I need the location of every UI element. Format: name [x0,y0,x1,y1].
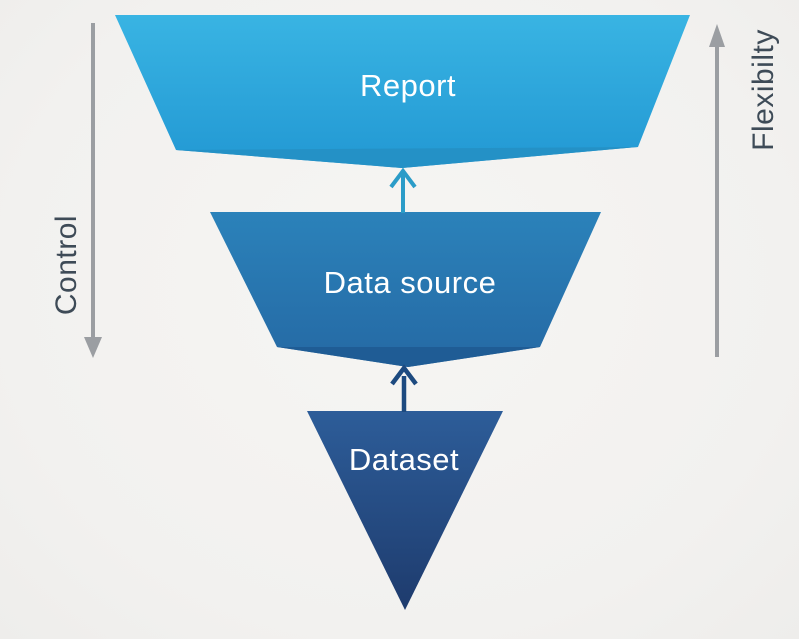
control-axis: Control [50,23,102,358]
arrow-up-dataset-to-datasource-icon [390,364,418,412]
arrow-up-datasource-to-report-icon [389,167,417,213]
flexibility-axis: Flexibilty [709,24,780,357]
report-label: Report [360,68,456,103]
report-shape [115,15,690,168]
report-fold-shadow [176,147,638,168]
control-label: Control [50,215,83,315]
layer-dataset: Dataset [307,411,503,610]
dataset-label: Dataset [349,442,459,477]
dataset-shape [307,411,503,610]
flexibility-label: Flexibilty [747,29,780,151]
data-source-label: Data source [324,265,497,300]
layer-data-source: Data source [210,212,601,367]
arrow-down-icon [84,337,102,358]
layer-report: Report [115,15,690,168]
data-source-fold-shadow [277,347,540,367]
data-source-shape [210,212,601,367]
arrow-up-icon [709,24,725,47]
